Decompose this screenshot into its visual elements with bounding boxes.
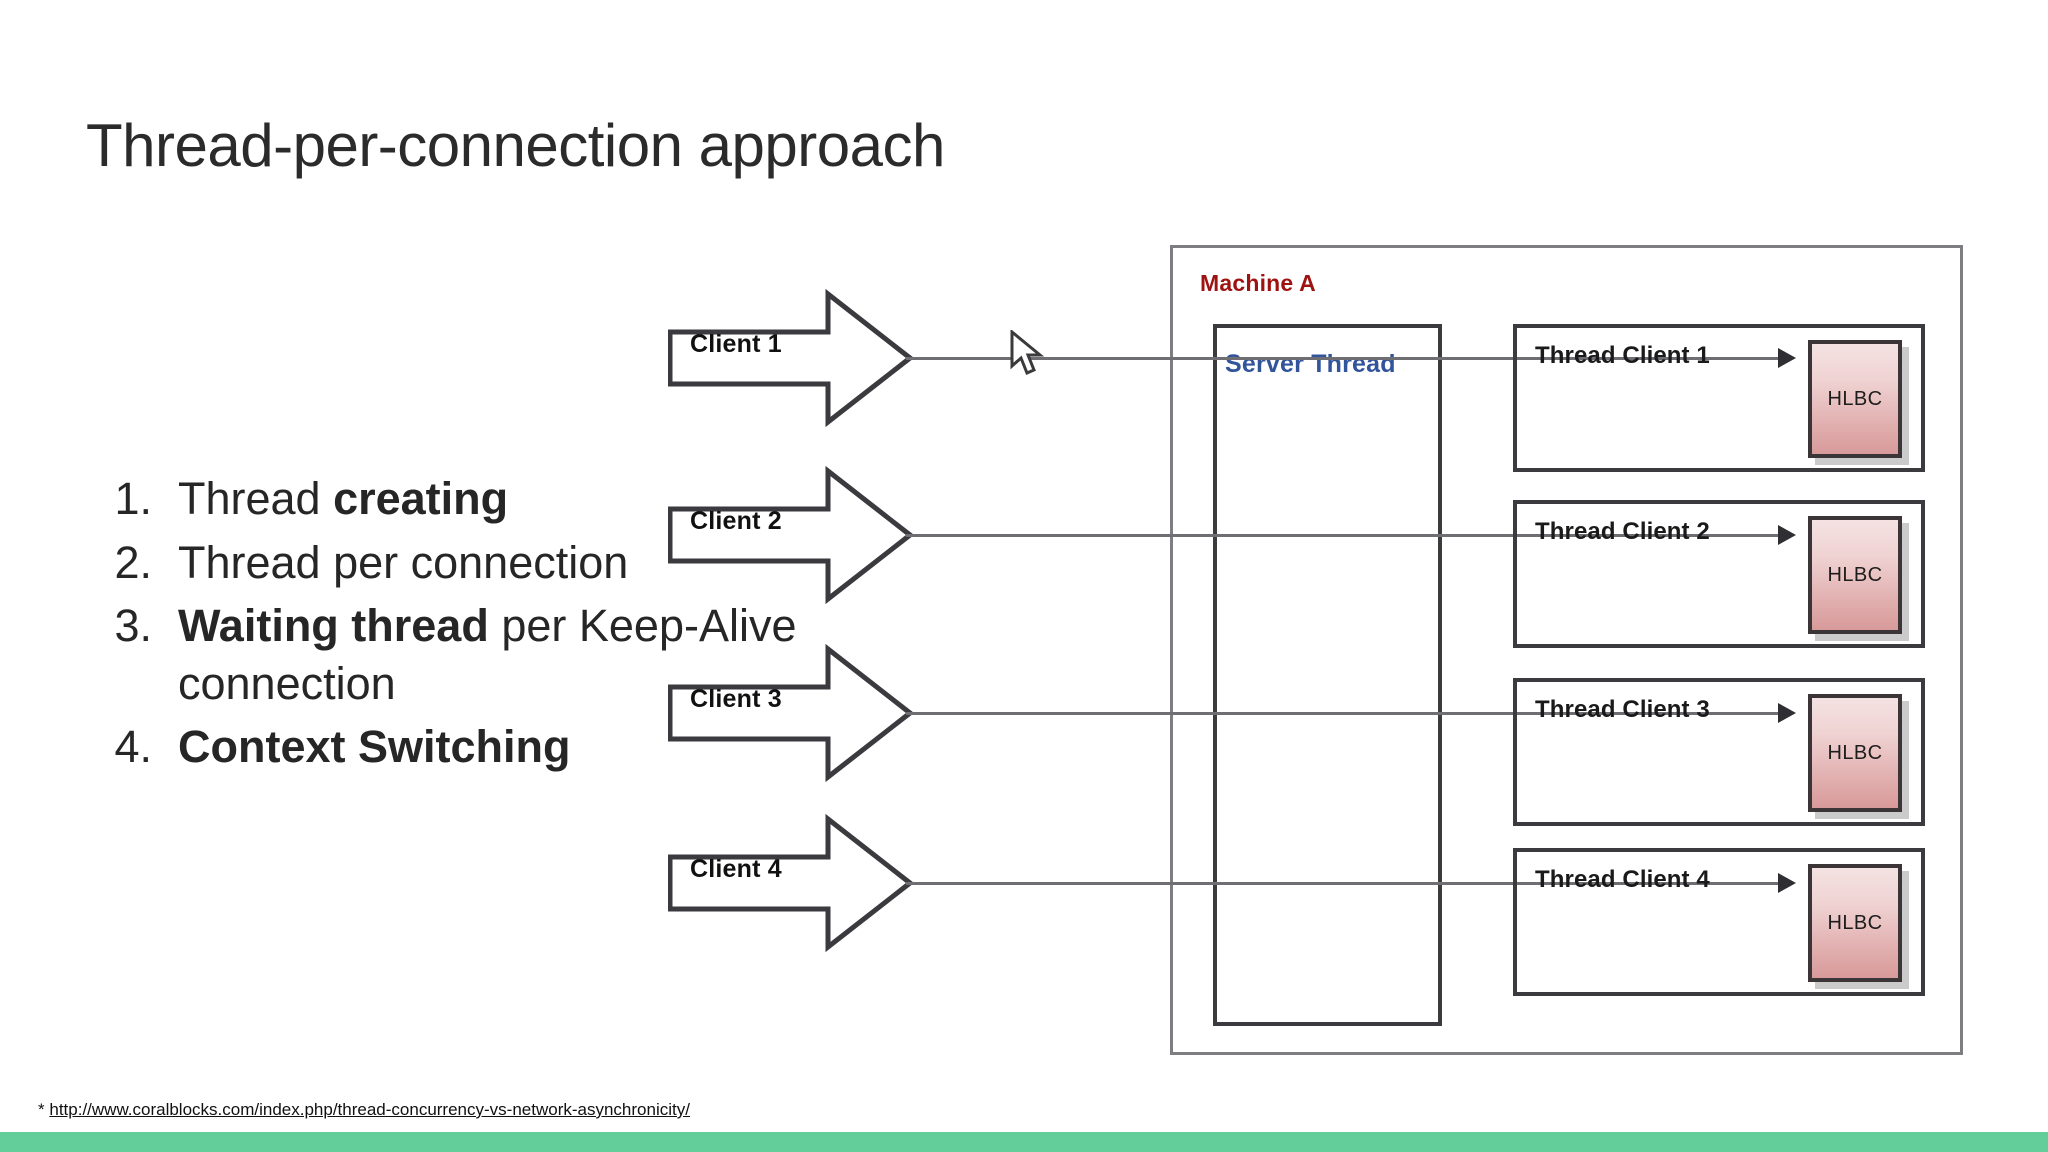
client-label-2: Client 2 [690,507,782,535]
client-arrow-4 [668,813,913,953]
list-item-text-tail: per Keep-Alive connection [178,600,797,709]
block-arrow-icon [668,288,913,428]
footnote: * http://www.coralblocks.com/index.php/t… [38,1100,690,1120]
client-arrow-1 [668,288,913,428]
hlbc-label-3: HLBC [1827,741,1883,764]
list-item: 1. Thread creating [86,470,846,528]
list-item-text: Context Switching [178,718,846,776]
block-arrow-icon [668,465,913,605]
thread-client-label-1: Thread Client 1 [1535,342,1710,369]
thread-per-connection-diagram: Machine A Server Thread Client 1 Thread … [660,230,1980,1070]
thread-client-label-4: Thread Client 4 [1535,866,1710,893]
hlbc-label-1: HLBC [1827,387,1883,410]
hlbc-component-2: HLBC [1808,516,1902,634]
machine-a-label: Machine A [1200,270,1316,296]
connector-arrowhead-4 [1778,873,1796,893]
hlbc-component-3: HLBC [1808,694,1902,812]
list-item-number: 4. [114,721,152,773]
client-arrow-3 [668,643,913,783]
client-arrow-2 [668,465,913,605]
connector-line-1 [906,357,1781,360]
footnote-marker: * [38,1100,45,1119]
connector-arrowhead-1 [1778,348,1796,368]
mouse-cursor-icon [1010,328,1045,376]
list-item: 2. Thread per connection [86,534,846,592]
client-label-3: Client 3 [690,685,782,713]
client-label-1: Client 1 [690,330,782,358]
list-item-text: Waiting thread per Keep-Alive connection [178,597,846,712]
bottom-accent-bar [0,1132,2048,1152]
list-item-text: Thread per connection [178,534,846,592]
hlbc-component-1: HLBC [1808,340,1902,458]
page-title: Thread-per-connection approach [86,112,945,179]
list-item-number: 2. [114,536,152,588]
connector-arrowhead-3 [1778,703,1796,723]
connector-line-4 [906,882,1781,885]
thread-client-box-2 [1513,500,1925,648]
list-item-number: 3. [114,600,152,652]
block-arrow-icon [668,813,913,953]
thread-client-box-4 [1513,848,1925,996]
thread-client-box-1 [1513,324,1925,472]
list-item-number: 1. [114,473,152,524]
client-label-4: Client 4 [690,855,782,883]
connector-line-2 [906,534,1781,537]
footnote-link[interactable]: http://www.coralblocks.com/index.php/thr… [49,1100,690,1119]
hlbc-component-4: HLBC [1808,864,1902,982]
hlbc-label-2: HLBC [1827,563,1883,586]
list-item-text-plain: Thread [178,473,334,524]
thread-client-label-2: Thread Client 2 [1535,518,1710,545]
list-item-text-bold: Waiting thread [178,600,489,652]
list-item-text-plain: Thread per connection [178,536,629,588]
numbered-list: 1. Thread creating 2. Thread per connect… [86,470,846,782]
thread-client-box-3 [1513,678,1925,826]
hlbc-label-4: HLBC [1827,911,1883,934]
list-item: 4. Context Switching [86,718,846,776]
thread-client-label-3: Thread Client 3 [1535,696,1710,723]
connector-arrowhead-2 [1778,525,1796,545]
server-thread-label: Server Thread [1225,350,1396,378]
list-item-text-bold: Context Switching [178,721,571,773]
connector-line-3 [906,712,1781,715]
server-thread-box [1213,324,1442,1026]
block-arrow-icon [668,643,913,783]
list-item: 3. Waiting thread per Keep-Alive connect… [86,597,846,712]
list-item-text-bold: creating [333,473,509,524]
list-item-text: Thread creating [178,470,846,528]
